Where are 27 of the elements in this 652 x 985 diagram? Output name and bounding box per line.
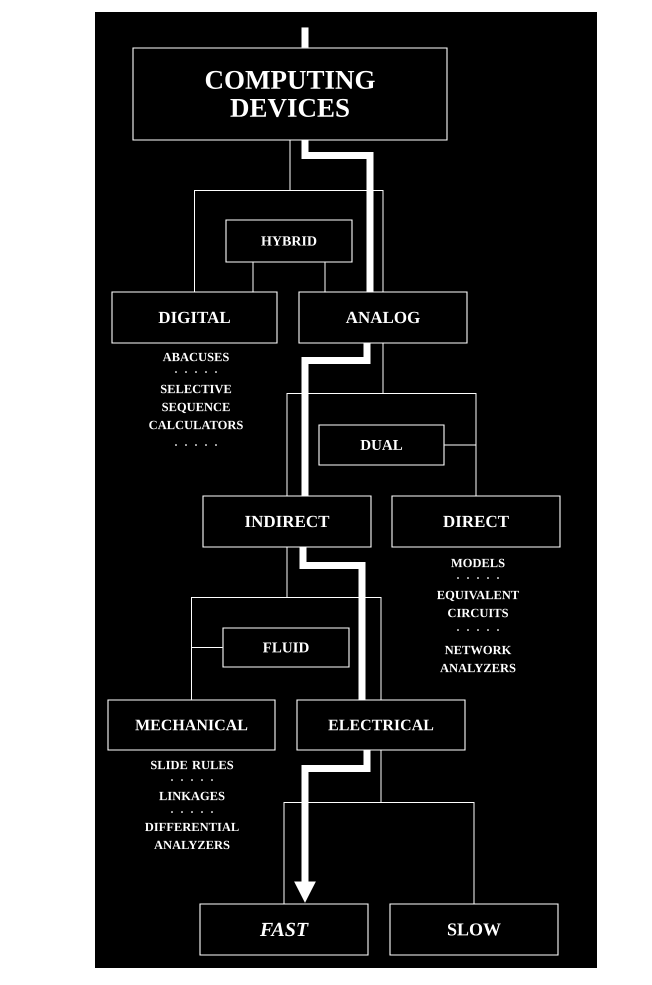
category-box: MECHANICAL xyxy=(107,699,276,751)
example-label: SELECTIVE SEQUENCE CALCULATORS xyxy=(149,384,243,430)
example-label: LINKAGES xyxy=(159,792,224,800)
example-label: NETWORK ANALYZERS xyxy=(440,646,516,672)
category-box: DIGITAL xyxy=(111,291,278,344)
example-label: DIFFERENTIAL ANALYZERS xyxy=(145,822,239,850)
connector-line xyxy=(380,750,474,904)
example-label: EQUIVALENT CIRCUITS xyxy=(437,590,520,618)
connector-line xyxy=(252,262,254,294)
category-box: INDIRECT xyxy=(202,495,372,548)
category-box: ANALOG xyxy=(298,291,468,344)
category-box: ELECTRICAL xyxy=(296,699,466,751)
connector-line xyxy=(191,647,223,700)
category-box: HYBRID xyxy=(225,219,353,263)
example-label: ABACUSES xyxy=(162,352,229,362)
category-box: FAST xyxy=(199,903,369,956)
example-label: MODELS xyxy=(451,558,505,568)
connector-line xyxy=(324,262,326,294)
category-box: DUAL xyxy=(318,424,445,466)
category-box: COMPUTING DEVICES xyxy=(132,47,448,141)
connector-line xyxy=(444,444,476,496)
connector-line xyxy=(286,547,382,700)
category-box: FLUID xyxy=(222,627,350,668)
category-box: SLOW xyxy=(389,903,559,956)
example-label: SLIDE RULES xyxy=(150,760,234,770)
category-box: DIRECT xyxy=(391,495,561,548)
connector-line xyxy=(290,140,384,292)
